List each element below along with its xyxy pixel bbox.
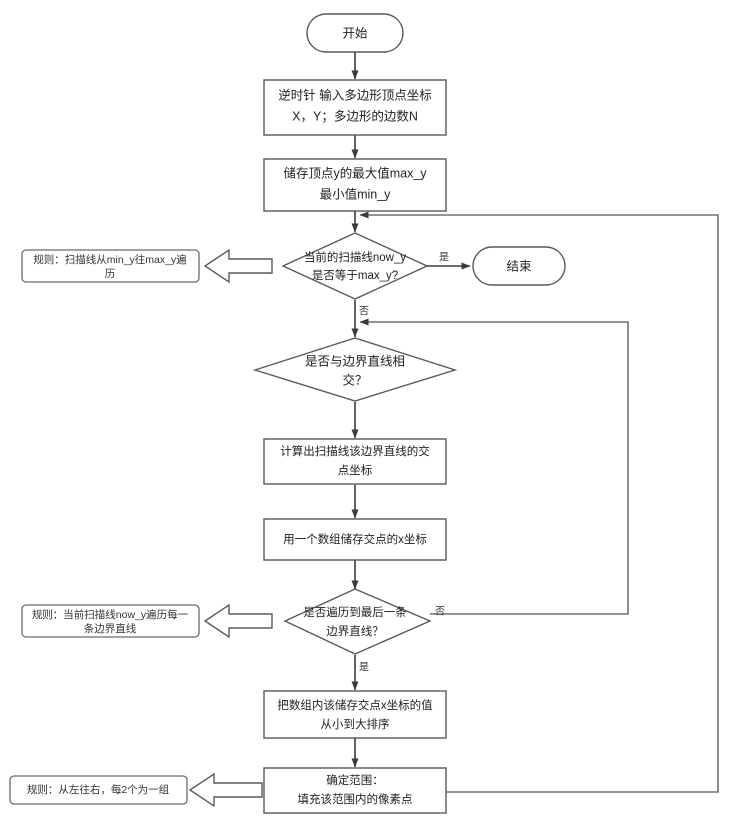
store-array-shape — [263, 518, 447, 561]
edge-label-maxy-yes: 是 — [439, 252, 449, 264]
node-input[interactable]: 逆时针 输入多边形顶点坐标 X，Y；多边形的边数N — [263, 79, 447, 136]
rule1-shape — [21, 249, 200, 283]
block-arrow-rule1 — [203, 248, 273, 284]
node-store-minmax[interactable]: 储存顶点y的最大值max_y 最小值min_y — [263, 158, 447, 212]
node-fill-range[interactable]: 确定范围： 填充该范围内的像素点 — [263, 767, 447, 814]
node-check-maxy[interactable]: 当前的扫描线now_y 是否等于max_y? — [281, 232, 429, 300]
block-arrow-rule2 — [203, 603, 273, 639]
rule3-shape — [9, 775, 188, 805]
check-intersect-line2: 交？ — [342, 372, 367, 387]
fill-range-shape — [263, 767, 447, 814]
edge-label-lastedge-yes: 是 — [359, 662, 369, 674]
sort-array-line1: 把数组内该储存交点x坐标的值 — [277, 698, 433, 712]
rule-block-arrows — [188, 248, 273, 808]
edge-label-maxy-no: 否 — [359, 306, 369, 318]
sort-array-line2: 从小到大排序 — [321, 717, 390, 731]
rule1-line1: 规则：扫描线从min_y往max_y遍 — [33, 253, 187, 266]
check-last-edge-shape — [283, 588, 432, 655]
rule2-shape — [21, 604, 200, 638]
rule-box-1[interactable]: 规则：扫描线从min_y往max_y遍 历 — [21, 249, 200, 283]
input-shape — [263, 79, 447, 136]
edge-label-lastedge-no: 否 — [435, 606, 445, 618]
calc-point-shape — [263, 438, 447, 485]
check-last-edge-line2: 边界直线？ — [326, 624, 384, 638]
check-last-edge-line1: 是否遍历到最后一条 — [303, 605, 407, 619]
input-label-line1: 逆时针 输入多边形顶点坐标 — [278, 87, 431, 102]
edge-checklast-no-loopback — [359, 318, 629, 615]
rule2-line2: 条边界直线 — [84, 622, 137, 635]
end-label: 结束 — [506, 259, 532, 273]
store-array-line1: 用一个数组储存交点的x坐标 — [283, 532, 427, 546]
node-calc-point[interactable]: 计算出扫描线该边界直线的交 点坐标 — [263, 438, 447, 485]
check-maxy-line1: 当前的扫描线now_y — [304, 250, 406, 264]
check-intersect-shape — [252, 337, 458, 402]
check-maxy-shape — [281, 232, 429, 300]
edge-labels: 是 否 否 是 — [359, 252, 449, 674]
node-check-last-edge[interactable]: 是否遍历到最后一条 边界直线？ — [283, 588, 432, 655]
rule-box-2[interactable]: 规则：当前扫描线now_y遍历每一 条边界直线 — [21, 604, 200, 638]
node-check-intersect[interactable]: 是否与边界直线相 交？ — [252, 337, 458, 402]
connectors — [351, 52, 719, 793]
check-maxy-line2: 是否等于max_y? — [312, 268, 398, 282]
input-label-line2: X，Y；多边形的边数N — [292, 108, 418, 123]
store-minmax-shape — [263, 158, 447, 212]
block-arrow-rule3 — [188, 772, 263, 808]
start-shape — [306, 13, 404, 53]
rule2-line1: 规则：当前扫描线now_y遍历每一 — [32, 608, 189, 621]
calc-point-line2: 点坐标 — [338, 464, 373, 477]
fill-range-line2: 填充该范围内的像素点 — [298, 792, 413, 806]
rule-box-3[interactable]: 规则：从左往右，每2个为一组 — [9, 775, 188, 805]
rule1-line2: 历 — [105, 268, 116, 280]
calc-point-line1: 计算出扫描线该边界直线的交 — [280, 444, 430, 458]
check-intersect-line1: 是否与边界直线相 — [305, 354, 405, 368]
edge-fill-loopback-to-checkmaxy — [359, 211, 719, 793]
end-shape — [472, 246, 566, 286]
node-sort-array[interactable]: 把数组内该储存交点x坐标的值 从小到大排序 — [263, 690, 447, 739]
sort-array-shape — [263, 690, 447, 739]
node-store-array[interactable]: 用一个数组储存交点的x坐标 — [263, 518, 447, 561]
rule3-line1: 规则：从左往右，每2个为一组 — [27, 783, 170, 796]
fill-range-line1: 确定范围： — [326, 773, 384, 787]
start-label: 开始 — [342, 26, 368, 40]
store-minmax-line2: 最小值min_y — [320, 186, 392, 201]
node-end[interactable]: 结束 — [472, 246, 566, 286]
node-start[interactable]: 开始 — [306, 13, 404, 53]
store-minmax-line1: 储存顶点y的最大值max_y — [283, 165, 427, 180]
